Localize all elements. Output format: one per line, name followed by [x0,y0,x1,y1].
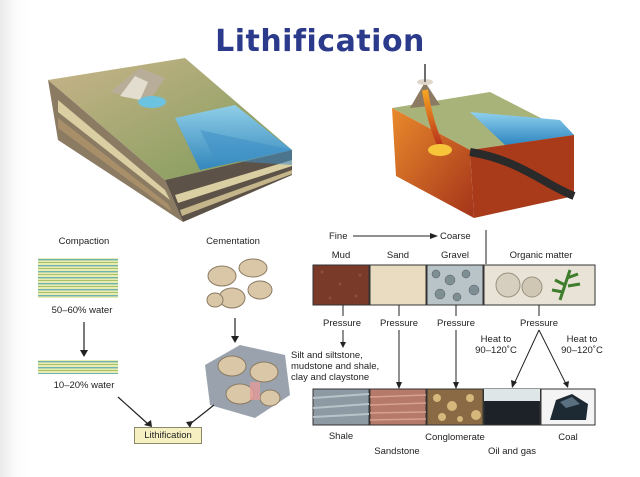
compaction-sediment-compacted [38,360,118,374]
label-sand: Sand [386,250,410,261]
label-pressure-mud: Pressure [322,318,362,329]
label-gravel: Gravel [441,250,469,261]
swatch-sand [369,264,427,306]
label-heat-right-2: 90–120˚C [561,345,603,356]
label-heat-left-2: 90–120˚C [475,345,517,356]
lithification-box: Lithification [134,427,202,444]
label-compaction: Compaction [58,236,110,247]
label-mud-note-3: clay and claystone [291,372,370,383]
swatch-mud [312,264,370,306]
basin-block-diagram [48,58,292,222]
label-organic-matter: Organic matter [509,250,573,261]
label-cementation: Cementation [206,236,260,247]
label-heat-right-1: Heat to [566,334,598,345]
label-water-high: 50–60% water [51,305,113,316]
label-conglomerate: Conglomerate [425,432,485,443]
label-fine: Fine [329,231,348,242]
page-title: Lithification [215,24,425,59]
label-pressure-organic: Pressure [519,318,559,329]
label-heat-left-1: Heat to [480,334,512,345]
label-sandstone: Sandstone [374,446,420,457]
label-mud: Mud [331,250,351,261]
label-mud-note-1: Silt and siltstone, [291,350,363,361]
loose-grains [206,258,273,309]
label-water-low: 10–20% water [53,380,115,391]
label-pressure-gravel: Pressure [436,318,476,329]
label-pressure-sand: Pressure [379,318,419,329]
label-coarse: Coarse [440,231,471,242]
label-mud-note-2: mudstone and shale, [291,361,380,372]
label-coal: Coal [558,432,578,443]
cemented-grains [205,345,290,418]
compaction-sediment-loose [38,258,118,298]
volcano-block-diagram [392,64,576,218]
label-shale: Shale [328,431,354,442]
label-oil-and-gas: Oil and gas [487,446,537,457]
